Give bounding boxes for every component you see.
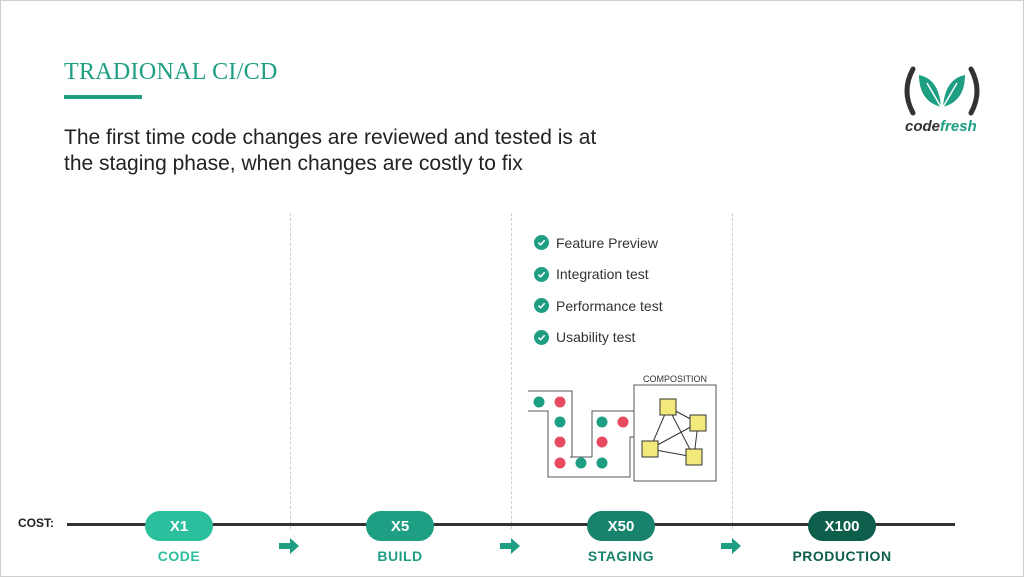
logo-wordmark: codefresh bbox=[905, 118, 977, 135]
arrow-right-icon bbox=[279, 538, 299, 554]
check-circle-icon bbox=[534, 235, 549, 251]
checklist-item: Performance test bbox=[534, 290, 663, 322]
stage-divider bbox=[732, 213, 733, 529]
checklist-label: Integration test bbox=[556, 266, 649, 283]
title-underline bbox=[64, 95, 142, 99]
stage-label-production: PRODUCTION bbox=[792, 548, 892, 564]
staging-checklist: Feature Preview Integration test Perform… bbox=[534, 227, 663, 353]
cost-pill-code: X1 bbox=[145, 511, 213, 541]
check-circle-icon bbox=[534, 298, 549, 314]
arrow-right-icon bbox=[721, 538, 741, 554]
checklist-item: Usability test bbox=[534, 322, 663, 354]
checklist-item: Feature Preview bbox=[534, 227, 663, 259]
arrow-right-icon bbox=[500, 538, 520, 554]
stage-divider bbox=[290, 213, 291, 529]
check-circle-icon bbox=[534, 329, 549, 345]
stage-divider bbox=[511, 213, 512, 529]
service-node-icons bbox=[533, 396, 629, 469]
cost-pill-build: X5 bbox=[366, 511, 434, 541]
slide-description: The first time code changes are reviewed… bbox=[64, 126, 597, 175]
cost-label: COST: bbox=[18, 516, 54, 530]
slide-title: TRADIONAL CI/CD bbox=[64, 59, 278, 85]
checklist-label: Feature Preview bbox=[556, 234, 658, 251]
cost-pill-production: X100 bbox=[808, 511, 876, 541]
microservices-illustration: COMPOSITION bbox=[528, 374, 717, 482]
composition-network-icon bbox=[641, 398, 707, 466]
stage-label-code: CODE bbox=[157, 548, 201, 564]
leaf-logo-icon bbox=[904, 66, 980, 116]
checklist-label: Usability test bbox=[556, 329, 636, 346]
cost-timeline bbox=[67, 523, 955, 526]
checklist-label: Performance test bbox=[556, 297, 663, 314]
check-circle-icon bbox=[534, 266, 549, 282]
stage-label-staging: STAGING bbox=[587, 548, 655, 564]
composition-label: COMPOSITION bbox=[643, 374, 707, 384]
checklist-item: Integration test bbox=[534, 259, 663, 291]
cost-pill-staging: X50 bbox=[587, 511, 655, 541]
stage-label-build: BUILD bbox=[377, 548, 423, 564]
